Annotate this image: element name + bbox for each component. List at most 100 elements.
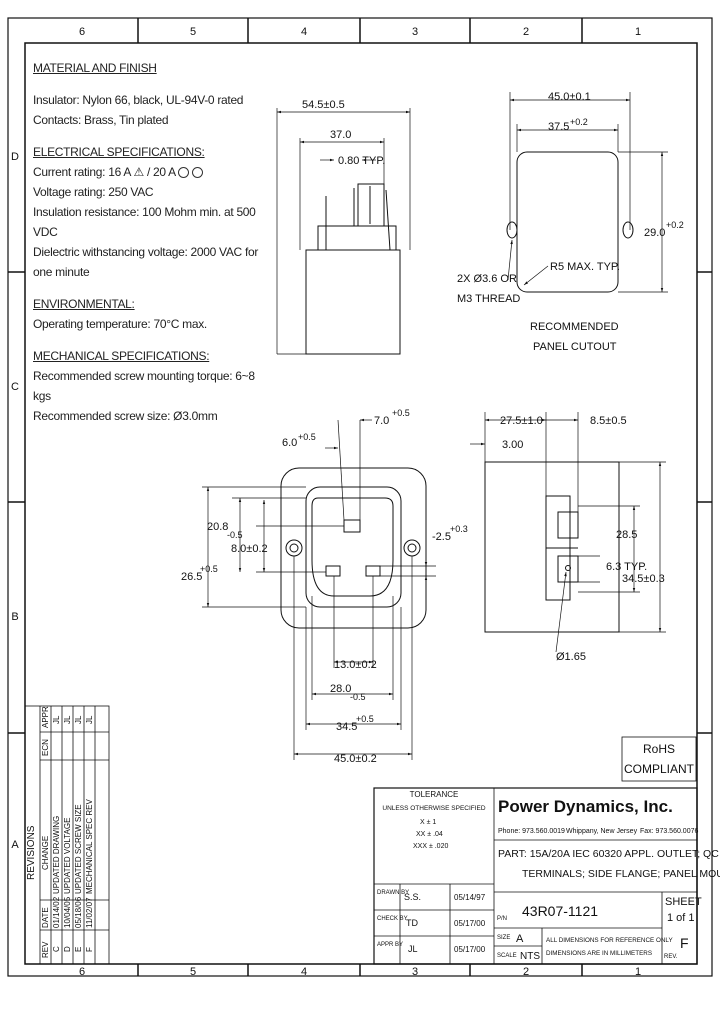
zone-col-5-top: 5 — [190, 26, 196, 38]
check-date: 05/17/00 — [454, 919, 486, 928]
rev-col-date: DATE — [41, 907, 50, 928]
size-value: A — [516, 933, 524, 945]
rear-terminal-bottom — [557, 555, 579, 583]
appr-by-label: APPR BY — [377, 942, 403, 948]
current-rating: Current rating: 16 A ⚠ / 20 A — [33, 162, 273, 182]
material-heading: MATERIAL AND FINISH — [33, 61, 157, 75]
drawn-date: 05/14/97 — [454, 893, 486, 902]
zone-col-3-top: 3 — [412, 26, 418, 38]
dielectric-line-2: one minute — [33, 265, 90, 279]
vde-triangle-icon: ⚠ — [133, 165, 144, 179]
appr-by-value: JL — [408, 944, 418, 954]
rev-row-4-rev: F — [85, 947, 94, 952]
tolerance-x: X ± 1 — [420, 819, 436, 826]
revisions-title: REVISIONS — [26, 825, 37, 880]
front-mount-hole-right — [403, 539, 421, 557]
dim-rear-165: Ø1.65 — [556, 651, 586, 663]
rohs-box: RoHS COMPLIANT — [621, 736, 697, 782]
voltage-rating: Voltage rating: 250 VAC — [33, 185, 154, 199]
size-label: SIZE — [497, 935, 510, 941]
front-mount-hole-left — [285, 539, 303, 557]
zone-col-6-bottom: 6 — [79, 966, 85, 978]
screw-size-spec: Recommended screw size: Ø3.0mm — [33, 409, 218, 423]
dim-rear-63: 6.3 TYP. — [606, 561, 647, 573]
rohs-line-1: RoHS — [643, 742, 675, 756]
dim-front-25-tol: +0.3 — [450, 524, 468, 534]
company-fax: Fax: 973.560.0076 — [640, 828, 698, 835]
insulator-spec: Insulator: Nylon 66, black, UL-94V-0 rat… — [33, 93, 244, 107]
zone-col-2-bottom: 2 — [523, 966, 529, 978]
rev-value: F — [680, 935, 689, 951]
cutout-outline — [516, 151, 619, 293]
company-name: Power Dynamics, Inc. — [498, 797, 673, 816]
front-slot-left — [325, 565, 341, 577]
zone-row-c: C — [11, 381, 19, 393]
tolerance-title: TOLERANCE — [410, 790, 459, 799]
dim-front-25: -2.5 — [432, 531, 451, 543]
rev-row-1-appr: JL — [52, 715, 61, 724]
side-view-flange — [317, 225, 397, 251]
zone-col-1-top: 1 — [635, 26, 641, 38]
part-number-label: P/N — [497, 916, 507, 922]
note-millimeters: DIMENSIONS ARE IN MILLIMETERS — [546, 950, 652, 957]
rev-row-3-date: 05/18/06 — [74, 896, 83, 928]
contacts-spec: Contacts: Brass, Tin plated — [33, 113, 169, 127]
rev-row-2-change: UPDATED VOLTAGE — [63, 818, 72, 894]
dim-front-80: 8.0±0.2 — [231, 543, 268, 555]
dim-front-45: 45.0±0.2 — [334, 753, 377, 765]
dim-rear-345: 34.5±0.3 — [622, 573, 665, 585]
mechanical-heading: MECHANICAL SPECIFICATIONS: — [33, 349, 210, 363]
current-rating-a: Current rating: 16 A — [33, 165, 131, 179]
dim-cutout-height: 29.0 — [644, 227, 665, 239]
label-cutout-radius: R5 MAX. TYP. — [550, 261, 620, 273]
dim-front-6: 6.0 — [282, 437, 297, 449]
dim-front-28-tol: -0.5 — [350, 692, 366, 702]
front-slot-right — [365, 565, 381, 577]
sheet-value: 1 of 1 — [667, 912, 695, 924]
rev-row-3-appr: JL — [74, 715, 83, 724]
rev-row-2-appr: JL — [63, 715, 72, 724]
scale-value: NTS — [520, 951, 540, 962]
tolerance-subtitle: UNLESS OTHERWISE SPECIFIED — [382, 805, 485, 812]
side-view-body — [305, 249, 401, 355]
rev-row-3-rev: E — [74, 947, 83, 952]
environmental-heading: ENVIRONMENTAL: — [33, 297, 135, 311]
cutout-hole-left — [506, 221, 518, 239]
dim-rear-275: 27.5±1.0 — [500, 415, 543, 427]
panel-cutout-view — [506, 92, 668, 293]
operating-temperature: Operating temperature: 70°C max. — [33, 317, 207, 331]
dim-cutout-height-tol: +0.2 — [666, 220, 684, 230]
company-city: Whippany, New Jersey — [566, 828, 638, 835]
title-block — [373, 787, 698, 965]
drawn-by-value: S.S. — [404, 892, 421, 902]
zone-row-d: D — [11, 151, 19, 163]
zone-col-3-bottom: 3 — [412, 966, 418, 978]
rev-col-ecn: ECN — [41, 739, 50, 756]
dielectric-line-1: Dielectric withstancing voltage: 2000 VA… — [33, 245, 259, 259]
zone-col-4-bottom: 4 — [301, 966, 307, 978]
dim-cutout-375: 37.5 — [548, 121, 569, 133]
electrical-heading: ELECTRICAL SPECIFICATIONS: — [33, 145, 205, 159]
rear-terminal-top — [557, 511, 579, 539]
label-cutout-hole-1: 2X Ø3.6 OR — [457, 273, 517, 285]
dim-rear-3: 3.00 — [502, 439, 523, 451]
zone-col-4-top: 4 — [301, 26, 307, 38]
rev-col-change: CHANGE — [41, 836, 50, 870]
dim-front-7-tol: +0.5 — [392, 408, 410, 418]
dim-front-208-tol: -0.5 — [227, 530, 243, 540]
check-by-value: TD — [406, 918, 418, 928]
rear-body — [484, 461, 620, 633]
side-view — [276, 108, 411, 355]
dim-front-345-tol: +0.5 — [356, 714, 374, 724]
rev-row-4-date: 11/02/07 — [85, 897, 94, 928]
dim-side-080: 0.80 TYP. — [338, 155, 385, 167]
dim-side-37: 37.0 — [330, 129, 351, 141]
current-rating-b: / 20 A — [146, 165, 176, 179]
dim-cutout-width: 45.0±0.1 — [548, 91, 591, 103]
cutout-hole-right — [622, 221, 634, 239]
sheet-frame — [7, 17, 713, 977]
zone-col-6-top: 6 — [79, 26, 85, 38]
sheet-label: SHEET — [665, 896, 702, 908]
front-socket-face — [311, 497, 394, 597]
rear-view-dims: 27.5±1.0 8.5±0.5 3.00 28.5 6.3 TYP. 34.5… — [500, 415, 665, 663]
